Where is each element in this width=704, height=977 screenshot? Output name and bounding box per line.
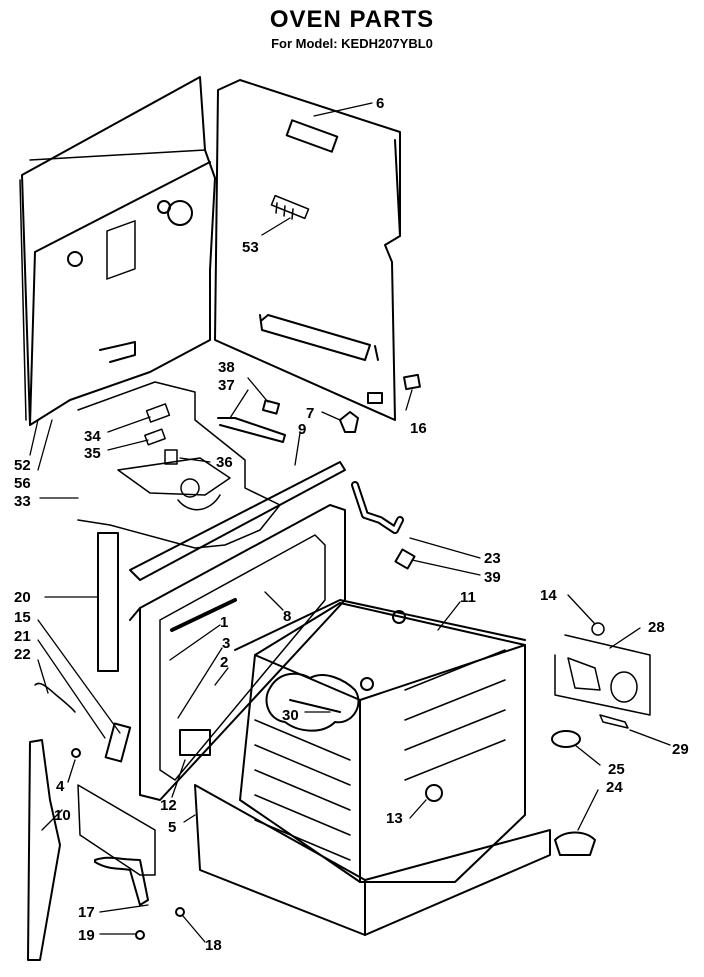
callout-9: 9	[298, 421, 306, 438]
callout-15: 15	[14, 609, 31, 626]
screw-19	[135, 930, 145, 940]
door-trim-9	[129, 461, 346, 581]
callout-10: 10	[54, 807, 71, 824]
side-strip-20	[97, 532, 119, 672]
clip-16	[403, 373, 421, 391]
callout-labels: 6 53 16 7 9 38 37 34 35 36 52 56 33 23 3…	[14, 95, 689, 954]
fitting-39	[394, 548, 416, 570]
leveler-24	[554, 831, 596, 856]
callout-13: 13	[386, 810, 403, 827]
rear-panel-part	[214, 79, 401, 421]
rod-37	[217, 417, 286, 443]
page-title: OVEN PARTS	[269, 6, 435, 33]
callout-7: 7	[306, 405, 314, 422]
callout-36: 36	[216, 454, 233, 471]
oven-cavity-11	[234, 599, 526, 883]
harness-outline-33	[77, 381, 281, 549]
callout-4: 4	[56, 778, 65, 795]
hinge-receiver-15	[104, 722, 132, 763]
callout-38: 38	[218, 359, 235, 376]
bulb-29	[599, 714, 629, 729]
callout-22: 22	[14, 646, 31, 663]
callout-14: 14	[540, 587, 557, 604]
spring-22	[34, 682, 76, 713]
callout-20: 20	[14, 589, 31, 606]
callout-29: 29	[672, 741, 689, 758]
hinge-outline	[77, 784, 156, 876]
callout-2: 2	[220, 654, 228, 671]
bracket-7	[339, 411, 359, 433]
callout-23: 23	[484, 550, 501, 567]
block-38	[261, 399, 281, 415]
callout-33: 33	[14, 493, 31, 510]
callout-17: 17	[78, 904, 95, 921]
bracket-12	[179, 729, 211, 756]
callout-11: 11	[460, 589, 476, 606]
callout-30: 30	[282, 707, 299, 724]
model-subtitle: For Model: KEDH207YBL0	[271, 36, 433, 51]
washer-14	[591, 622, 605, 636]
callout-24: 24	[606, 779, 623, 796]
callout-6: 6	[376, 95, 384, 112]
callout-52: 52	[14, 457, 31, 474]
callout-12: 12	[160, 797, 177, 814]
oven-front-frame	[129, 504, 346, 801]
door-gasket-10	[27, 739, 61, 961]
callout-18: 18	[205, 937, 222, 954]
callout-56: 56	[14, 475, 31, 492]
callout-28: 28	[648, 619, 665, 636]
callout-1: 1	[220, 614, 228, 631]
plug-13	[425, 784, 443, 802]
side-panel-part	[19, 76, 216, 426]
panel-clip-53	[270, 194, 310, 220]
callout-25: 25	[608, 761, 625, 778]
knob-assembly-28	[554, 622, 651, 729]
callout-21: 21	[14, 628, 31, 645]
callout-39: 39	[484, 569, 501, 586]
foot-pad-25	[551, 730, 581, 748]
callout-5: 5	[168, 819, 176, 836]
callout-19: 19	[78, 927, 95, 944]
hinge-arm-17	[94, 856, 149, 906]
storage-base	[194, 784, 551, 936]
callout-37: 37	[218, 377, 235, 394]
callout-leaders	[29, 102, 671, 943]
callout-3: 3	[222, 635, 230, 652]
callout-53: 53	[242, 239, 259, 256]
callout-34: 34	[84, 428, 101, 445]
callout-8: 8	[283, 608, 291, 625]
screw-18	[175, 907, 185, 917]
callout-35: 35	[84, 445, 101, 462]
callout-16: 16	[410, 420, 427, 437]
screw-4	[71, 748, 81, 758]
element-cover-30	[265, 672, 360, 732]
